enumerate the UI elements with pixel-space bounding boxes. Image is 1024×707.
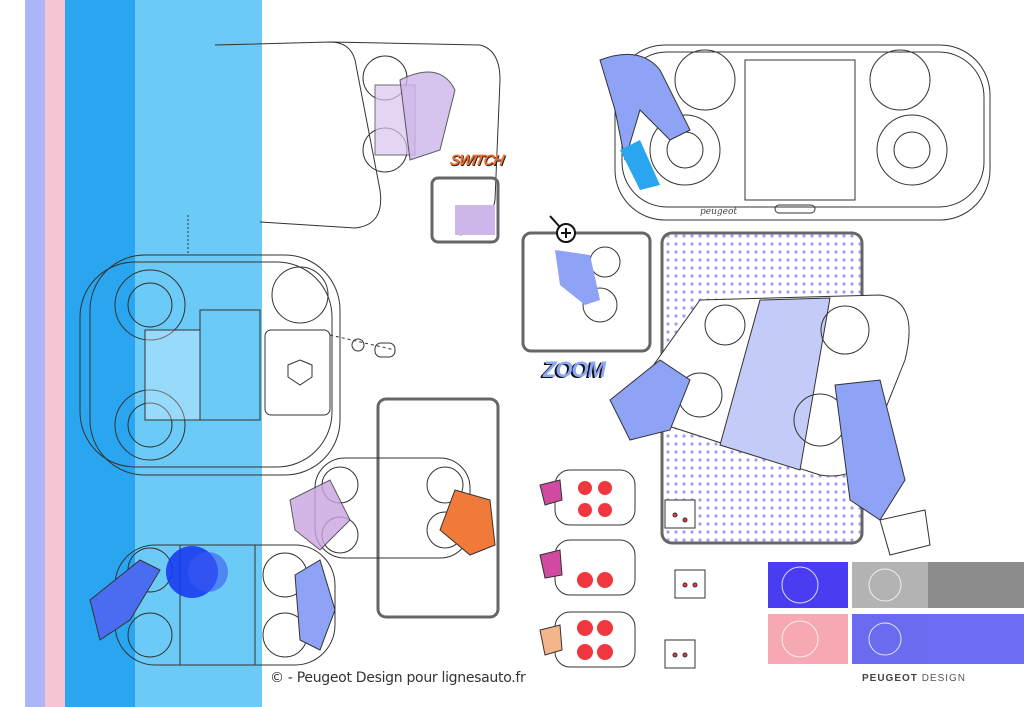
zoom-detail-frame — [521, 231, 652, 353]
brand-light: DESIGN — [921, 673, 967, 684]
console-perspective-view — [609, 294, 931, 556]
bottom-console-sketch — [89, 544, 336, 666]
device-logo: peugeot — [700, 207, 738, 217]
zoom-label: ZOOM — [543, 357, 606, 382]
exploded-view-sketch — [79, 215, 396, 476]
console-top-view — [599, 44, 991, 221]
state-diagram-2 — [539, 539, 706, 599]
stripe-pink — [45, 0, 65, 707]
grip-sketch — [289, 457, 496, 559]
hand-grip-frame — [376, 397, 500, 619]
switch-label: SWITCH — [448, 152, 505, 169]
credit-text: © - Peugeot Design pour lignesauto.fr — [270, 670, 526, 686]
brand-bold: PEUGEOT — [862, 673, 918, 684]
switch-detail-frame — [430, 176, 500, 244]
state-diagram-3 — [539, 611, 696, 669]
state-diagram-1 — [539, 469, 696, 529]
brand-logo: PEUGEOT DESIGN — [862, 673, 966, 684]
color-swatches — [768, 562, 1024, 664]
stripe-lavender — [25, 0, 45, 707]
